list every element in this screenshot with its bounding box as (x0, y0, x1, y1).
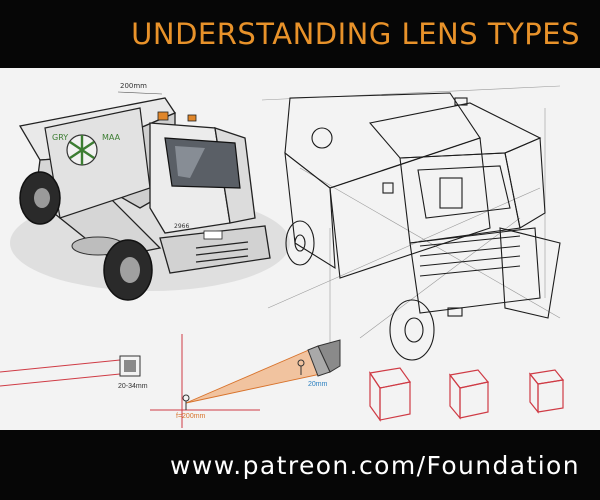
page-title: UNDERSTANDING LENS TYPES (131, 17, 580, 51)
line-sketch-truck (261, 85, 561, 361)
title-bar: UNDERSTANDING LENS TYPES (0, 0, 600, 68)
footer-url[interactable]: www.patreon.com/Foundation (170, 450, 580, 480)
truck-wheels (19, 171, 153, 301)
lens-diagram-left: 20-34mm (0, 355, 148, 390)
sketch-canvas: GRY MAA 2966 (0, 68, 600, 430)
door-logo-right-text: MAA (102, 133, 121, 142)
plate-text: 2966 (174, 223, 189, 230)
lens-diagram-center: 20mm f=200mm (150, 334, 341, 428)
footer-bar: www.patreon.com/Foundation (0, 430, 600, 500)
perspective-cubes (368, 367, 565, 422)
center-lens-label: 20mm (308, 381, 328, 388)
cube-wide (368, 367, 412, 422)
dimension-label: 200mm (120, 82, 147, 90)
rendered-truck: GRY MAA 2966 (10, 82, 290, 301)
left-lens-label: 20-34mm (118, 383, 148, 390)
cube-telephoto (528, 369, 565, 414)
door-logo-left-text: GRY (52, 133, 68, 142)
cube-normal (448, 369, 490, 420)
sketch-illustration: GRY MAA 2966 (0, 82, 565, 428)
center-focal-label: f=200mm (176, 413, 206, 420)
